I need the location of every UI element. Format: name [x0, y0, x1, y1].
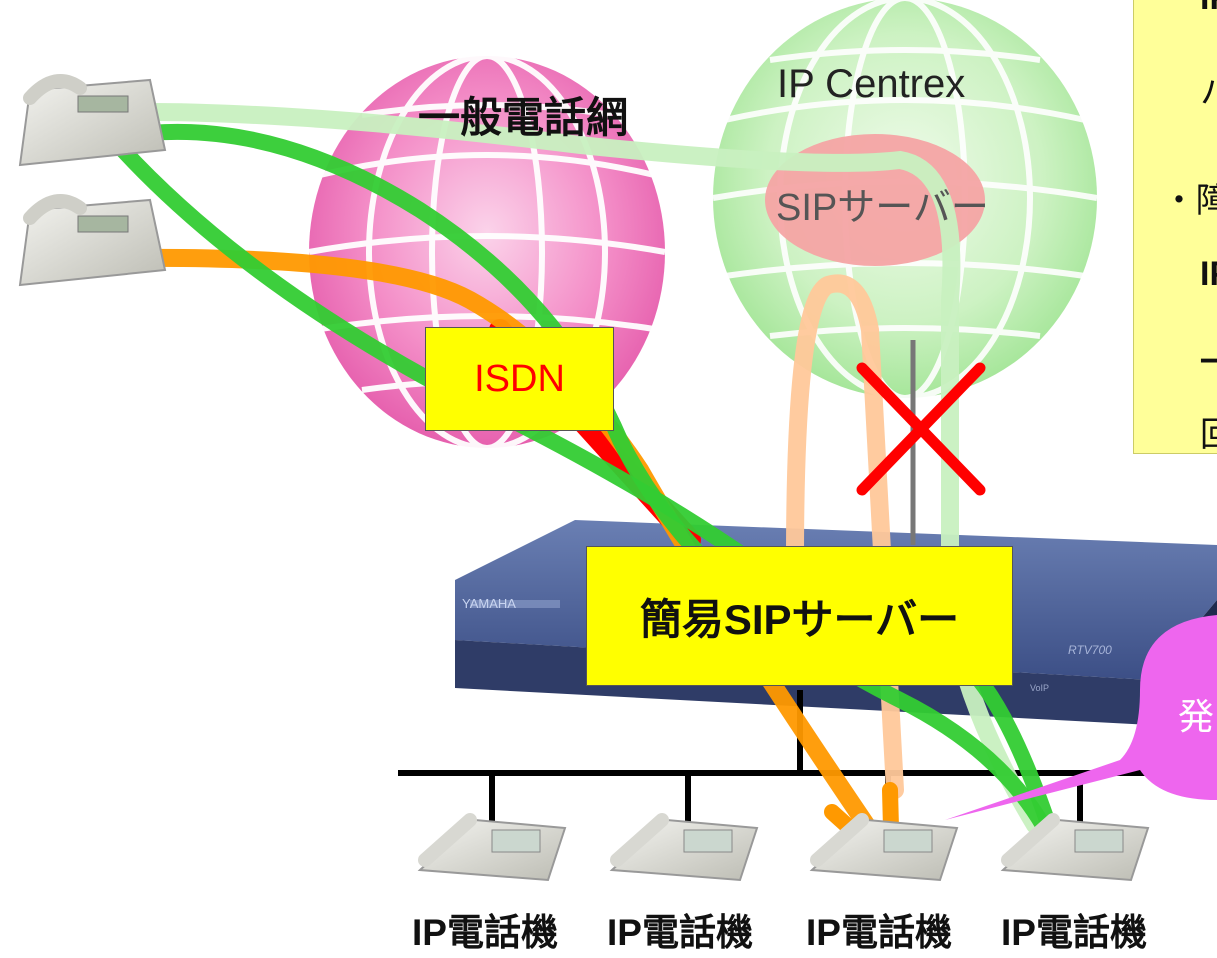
- ip-phone-label-3: IP電話機: [806, 912, 952, 953]
- pstn-label: 一般電話網: [418, 94, 629, 141]
- green-call-path-upper: [104, 123, 1068, 868]
- note-line-6: 回: [1200, 407, 1217, 456]
- simple-sip-server-label: 簡易SIPサーバー: [639, 595, 960, 643]
- ip-centrex-label: IP Centrex: [777, 62, 966, 106]
- analog-phone-bottom: [18, 193, 167, 287]
- callout-text: 発: [1178, 696, 1215, 737]
- router-voip-label: VoIP: [1030, 683, 1050, 693]
- note-line-4: IP: [1200, 255, 1217, 293]
- ip-phone-4: [1000, 813, 1150, 882]
- analog-phone-top: [18, 73, 167, 167]
- note-line-5: 一: [1200, 335, 1217, 384]
- ip-phone-label-1: IP電話機: [412, 912, 558, 953]
- ip-phone-1: [417, 813, 567, 882]
- note-line-3: ・障: [1162, 182, 1217, 220]
- sip-server-label: SIPサーバー: [776, 187, 989, 229]
- note-line-1: IP: [1200, 0, 1217, 18]
- speech-callout: [945, 615, 1217, 820]
- note-panel: IP ハ ・障 IP 一 回: [1133, 0, 1217, 454]
- ip-phone-label-2: IP電話機: [607, 912, 753, 953]
- blocked-cross-icon: [856, 362, 986, 496]
- isdn-box: ISDN: [425, 327, 614, 431]
- note-line-2: ハ: [1200, 65, 1217, 114]
- isdn-label: ISDN: [474, 357, 565, 400]
- router-brand: YAMAHA: [462, 596, 516, 611]
- router-model: RTV700: [1068, 643, 1112, 657]
- peach-call-path: [786, 274, 904, 799]
- ip-phone-label-4: IP電話機: [1001, 912, 1147, 953]
- ip-phone-3: [809, 813, 959, 882]
- simple-sip-server-box: 簡易SIPサーバー: [586, 546, 1013, 686]
- ip-phone-2: [609, 813, 759, 882]
